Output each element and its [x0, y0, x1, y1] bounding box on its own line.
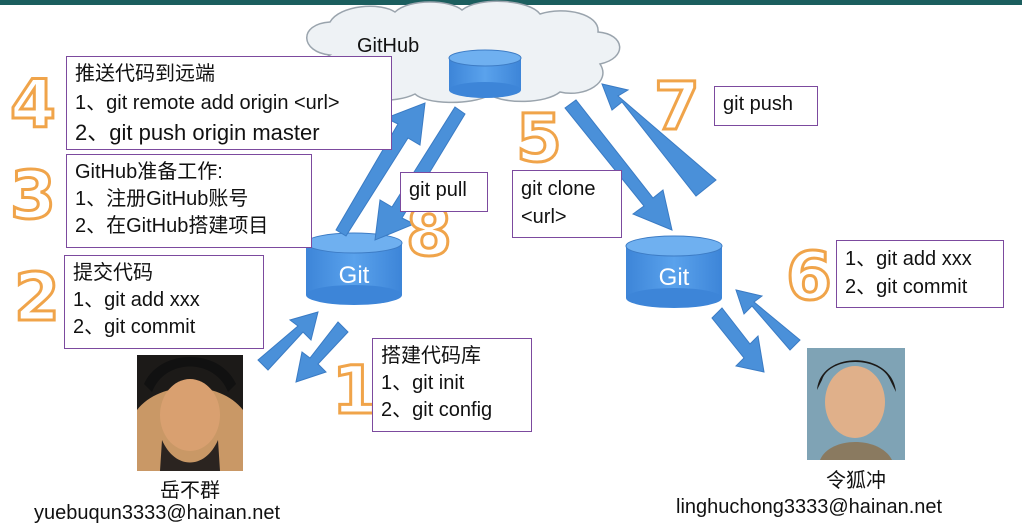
step-number-5: 5	[515, 100, 564, 177]
step-box-7: git push	[714, 86, 818, 126]
arrow-clone-right	[564, 99, 673, 231]
step-2-line-1: 1、git add xxx	[73, 289, 200, 311]
left-git-repo-icon	[305, 232, 403, 305]
step-box-2: 提交代码 1、git add xxx 2、git commit	[64, 255, 264, 349]
step-4-line-2: 2、git push origin master	[75, 120, 320, 145]
step-box-5: git clone <url>	[512, 170, 622, 238]
arrow-push-right	[601, 83, 717, 197]
step-3-line-1: 1、注册GitHub账号	[75, 188, 249, 210]
github-repo-icon	[448, 49, 522, 98]
step-box-3: GitHub准备工作: 1、注册GitHub账号 2、在GitHub搭建项目	[66, 154, 312, 248]
step-number-3: 3	[9, 157, 58, 234]
step-3-title: GitHub准备工作:	[75, 161, 223, 183]
step-number-4: 4	[9, 66, 58, 143]
step-3-line-2: 2、在GitHub搭建项目	[75, 215, 269, 237]
step-7-line: git push	[723, 93, 794, 115]
left-person-name: 岳不群	[160, 480, 220, 502]
step-number-2: 2	[13, 259, 62, 336]
cloud-label: GitHub	[357, 35, 420, 57]
step-4-line-1: 1、git remote add origin <url>	[75, 92, 340, 114]
right-git-repo-icon	[625, 235, 723, 308]
step-6-line-2: 2、git commit	[845, 276, 968, 298]
arrow-init-up	[257, 311, 319, 371]
left-person-email: yuebuqun3333@hainan.net	[34, 502, 281, 524]
step-2-line-2: 2、git commit	[73, 316, 196, 338]
step-5-line-1: git clone	[521, 178, 596, 200]
step-box-6: 1、git add xxx 2、git commit	[836, 240, 1004, 308]
step-1-line-2: 2、git config	[381, 399, 493, 421]
step-8-line: git pull	[409, 179, 467, 201]
step-1-line-1: 1、git init	[381, 372, 465, 394]
step-2-title: 提交代码	[73, 262, 153, 284]
right-person-name: 令狐冲	[826, 470, 886, 492]
arrow-commit-up	[735, 289, 801, 351]
step-box-1: 搭建代码库 1、git init 2、git config	[372, 338, 532, 432]
left-repo-label: Git	[338, 262, 370, 289]
avatar-right	[807, 348, 905, 460]
arrow-commit-down	[711, 307, 765, 373]
arrow-init-down	[295, 321, 349, 383]
step-number-1: 1	[331, 352, 380, 429]
step-6-line-1: 1、git add xxx	[845, 248, 972, 270]
right-person-email: linghuchong3333@hainan.net	[676, 496, 943, 518]
arrow-push-left	[335, 102, 426, 237]
step-number-6: 6	[785, 238, 834, 315]
step-number-7: 7	[653, 68, 702, 145]
right-repo-label: Git	[658, 264, 690, 291]
step-5-line-2: <url>	[521, 206, 567, 228]
avatar-left	[137, 355, 243, 471]
step-4-title: 推送代码到远端	[75, 63, 215, 85]
step-box-4: 推送代码到远端 1、git remote add origin <url> 2、…	[66, 56, 392, 150]
step-1-title: 搭建代码库	[381, 345, 481, 367]
step-box-8: git pull	[400, 172, 488, 212]
